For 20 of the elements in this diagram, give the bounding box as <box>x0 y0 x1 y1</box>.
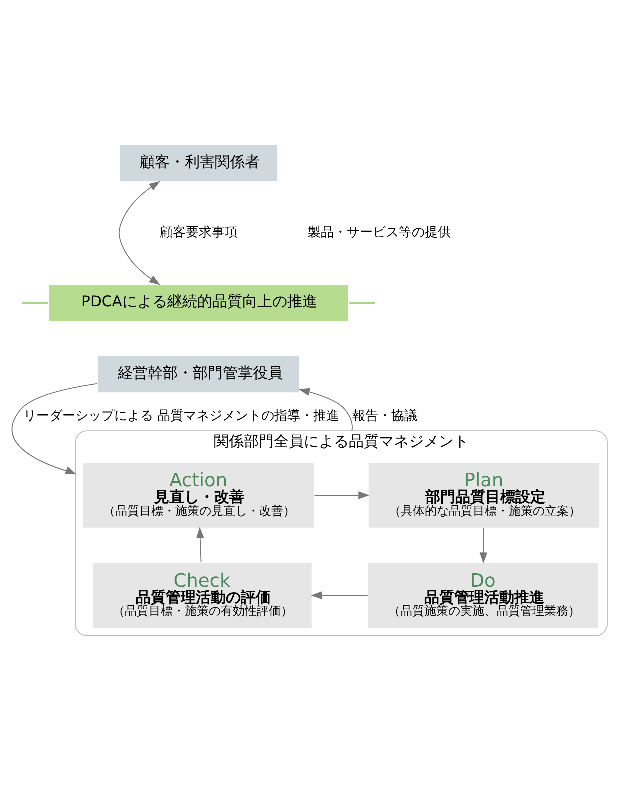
arrow <box>196 526 204 562</box>
connector <box>349 302 376 304</box>
edge-label: リーダーシップによる 品質マネジメントの指導・推進 <box>24 408 340 424</box>
node-box: 経営幹部・部門管掌役員 <box>97 355 300 394</box>
arrow <box>298 388 353 432</box>
node-box: Do 品質管理活動推進 （品質施策の実施、品質管理業務） <box>367 562 600 628</box>
node-box: Plan 部門品質目標設定 （具体的な品質目標・施策の立案） <box>368 462 601 528</box>
node-box: Action 見直し・改善 （品質目標・施策の見直し・改善） <box>82 462 316 528</box>
edge-label: 報告・協議 <box>352 408 418 424</box>
label: 製品・サービス等の提供 <box>308 225 451 240</box>
label: 顧客要求事項 <box>160 225 238 240</box>
arrow <box>311 591 368 599</box>
node-box: Check 品質管理活動の評価 （品質目標・施策の有効性評価） <box>92 562 313 628</box>
arrow <box>480 528 488 564</box>
node-box: 顧客・利害関係者 <box>119 144 278 182</box>
arrow <box>314 491 370 499</box>
node-box: PDCAによる継続的品質向上の推進 <box>48 284 350 322</box>
connector <box>22 302 48 304</box>
arrow <box>118 180 161 285</box>
arrow <box>12 382 98 474</box>
